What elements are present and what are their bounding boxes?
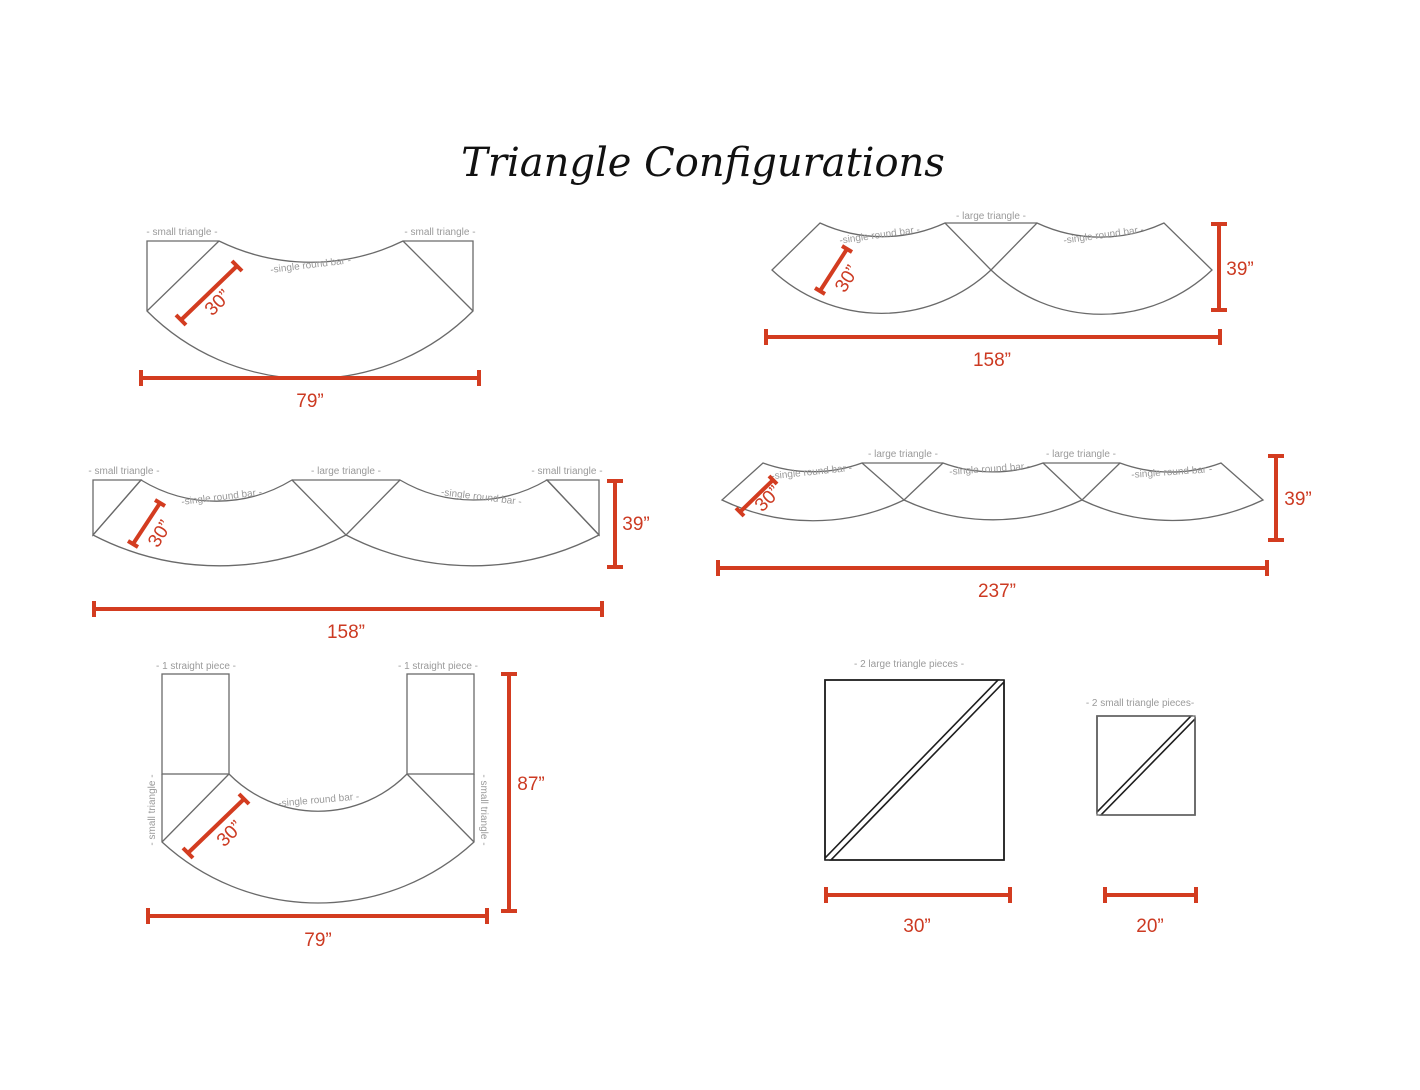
config-2-height-bar [1211,222,1227,312]
config-5-straight-left [161,673,230,775]
config-5-divider-left [161,773,230,843]
config-3-height-label: 39” [622,514,649,535]
config-1-width-label: 79” [296,391,323,412]
config-5-label-straight-right: - 1 straight piece - [398,661,478,672]
small-pieces-label: - 2 small triangle pieces- [1086,698,1194,709]
config-4-label-large-2: - large triangle - [1046,449,1116,460]
config-1-divider-left [146,240,220,312]
config-3-label-bar-left: -single round bar - [181,487,263,508]
config-1-depth-bar [174,259,244,327]
config-1-width-bar [139,370,481,386]
config-2-bar-right [990,222,1213,315]
config-4-label-large-1: - large triangle - [868,449,938,460]
config-4: -single round bar - - large triangle - -… [716,449,1312,602]
config-2-label-bar-right: -single round bar - [1063,224,1145,246]
config-5-width-label: 79” [304,930,331,951]
large-pieces-label: - 2 large triangle pieces - [854,659,964,670]
small-pieces-width-bar [1103,887,1198,903]
config-1-outline [146,240,474,380]
config-2-label-large: - large triangle - [956,211,1026,222]
config-2-depth-bar [813,244,854,296]
config-3-small-left [92,479,143,537]
small-pieces-frame [1096,715,1196,816]
config-2-bar-left [771,222,992,314]
config-4-height-label: 39” [1284,489,1311,510]
config-5-straight-right [406,673,475,775]
large-pieces-size: 30” [903,916,930,937]
config-4-height-bar [1268,454,1284,542]
config-4-label-bar-2: -single round bar - [949,461,1031,478]
config-1-divider-right [402,240,474,312]
config-2: -single round bar - - large triangle - -… [764,211,1254,371]
config-4-width-label: 237” [978,581,1016,602]
large-pieces-frame [824,679,1005,861]
config-3-label-left: - small triangle - [88,466,159,477]
config-3-width-bar [92,601,604,617]
config-5-label-small-left: - small triangle - [147,774,158,845]
config-4-depth-bar [734,474,779,518]
config-3-label-bar-right: -single round bar - [440,487,522,508]
config-3-label-right: - small triangle - [531,466,602,477]
config-4-bar-2 [902,462,1084,521]
large-pieces-width-bar [824,887,1012,903]
config-5-label-straight-left: - 1 straight piece - [156,661,236,672]
large-triangle-pieces: - 2 large triangle pieces - 30” [824,659,1012,937]
config-3-depth-bar [126,498,167,549]
config-3-small-right [545,479,600,537]
config-3-label-large: - large triangle - [311,466,381,477]
config-5-label-small-right: - small triangle - [478,774,489,845]
small-pieces-size: 20” [1136,916,1163,937]
small-triangle-pieces: - 2 small triangle pieces- 20” [1086,698,1198,937]
config-2-label-bar-left: -single round bar - [839,224,921,246]
config-5-label-bar: -single round bar - [278,791,360,809]
config-4-label-bar-1: -single round bar - [771,463,853,482]
config-3-width-label: 158” [327,622,365,643]
small-piece-upper [1099,717,1196,816]
config-5-bottom-outline [161,774,475,904]
config-4-width-bar [716,560,1269,576]
config-1: - small triangle - - small triangle - -s… [139,227,481,412]
config-2-height-label: 39” [1226,259,1253,280]
config-2-width-bar [764,329,1222,345]
config-3: - small triangle - -single round bar - -… [88,466,649,643]
config-4-depth-label: 30” [751,482,785,516]
large-piece-upper [829,680,1005,861]
config-3-height-bar [607,479,623,569]
config-4-label-bar-3: -single round bar - [1131,464,1213,481]
config-2-width-label: 158” [973,350,1011,371]
config-5: - 1 straight piece - - 1 straight piece … [146,661,545,951]
config-1-depth-label: 30” [201,286,235,320]
small-piece-lower [1096,715,1193,814]
large-piece-lower [824,679,1000,860]
config-5-divider-right [406,773,475,843]
config-4-bar-3 [1080,462,1265,522]
page-title: Triangle Configurations [461,140,945,186]
config-1-label-bar: -single round bar - [270,255,352,276]
config-5-round-bar [228,773,408,812]
config-5-height-bar [501,672,517,913]
config-5-width-bar [146,908,489,924]
config-5-height-label: 87” [517,774,544,795]
config-1-label-left: - small triangle - [146,227,217,238]
config-1-label-right: - small triangle - [404,227,475,238]
config-5-depth-bar [181,792,251,860]
config-4-bar-1 [720,462,906,522]
